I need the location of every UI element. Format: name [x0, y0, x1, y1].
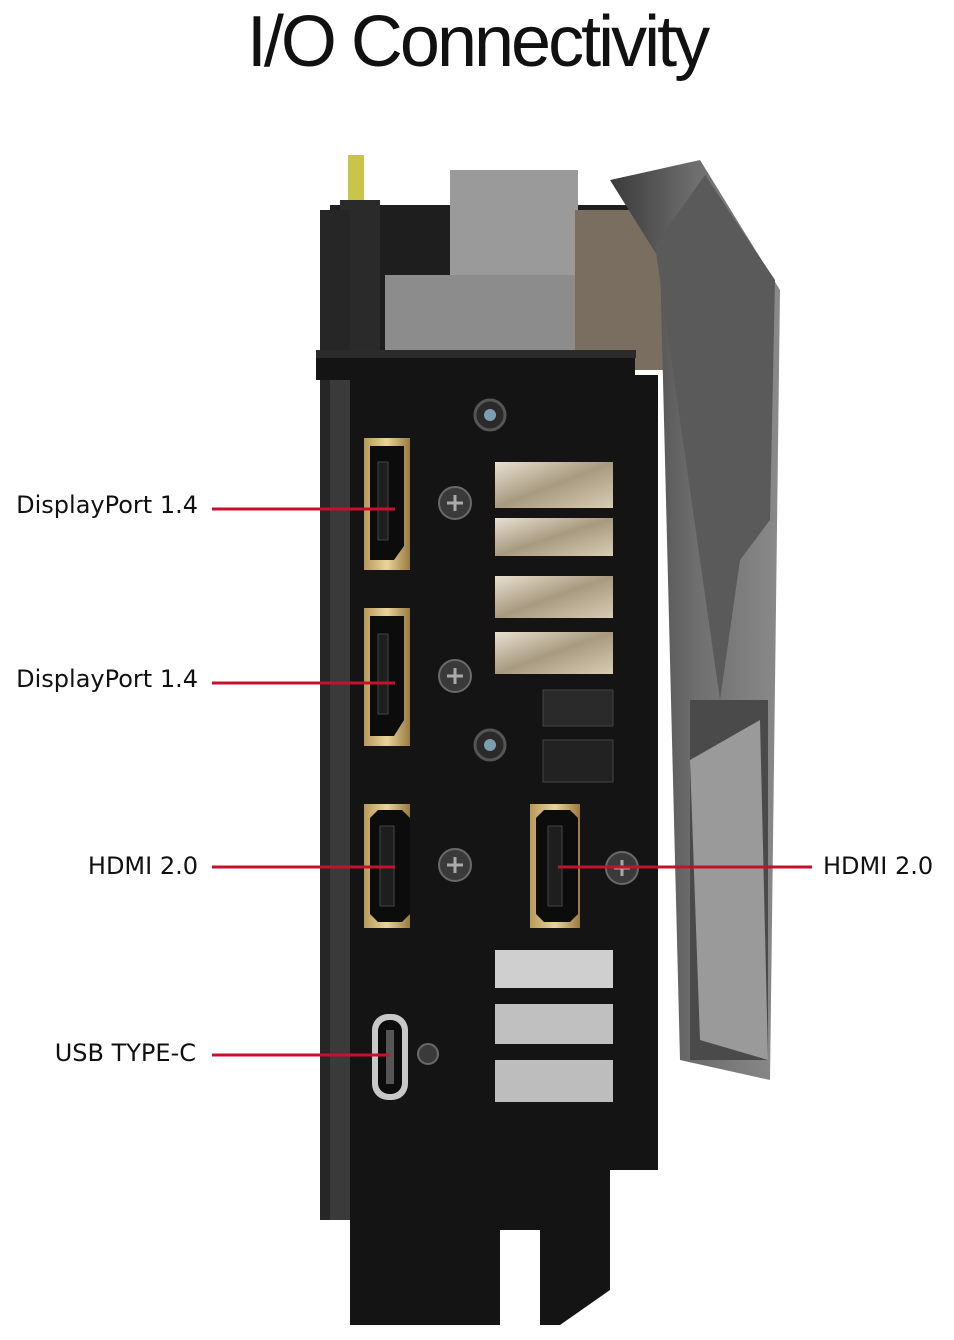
callout-hdmi-1: HDMI 2.0	[87, 852, 198, 880]
hdmi-port-2	[530, 804, 580, 928]
callout-displayport-1: DisplayPort 1.4	[16, 491, 198, 519]
usb-c-port	[372, 1014, 408, 1100]
callout-displayport-2: DisplayPort 1.4	[16, 665, 198, 693]
callout-lines	[212, 507, 812, 1057]
vent-cutouts	[495, 462, 614, 1102]
displayport-1	[364, 438, 410, 570]
card-body	[320, 155, 780, 1220]
callout-usb-type-c: USB TYPE-C	[54, 1039, 196, 1067]
displayport-2	[364, 608, 410, 746]
page-title: I/O Connectivity	[246, 2, 710, 82]
callout-hdmi-2: HDMI 2.0	[823, 852, 934, 880]
